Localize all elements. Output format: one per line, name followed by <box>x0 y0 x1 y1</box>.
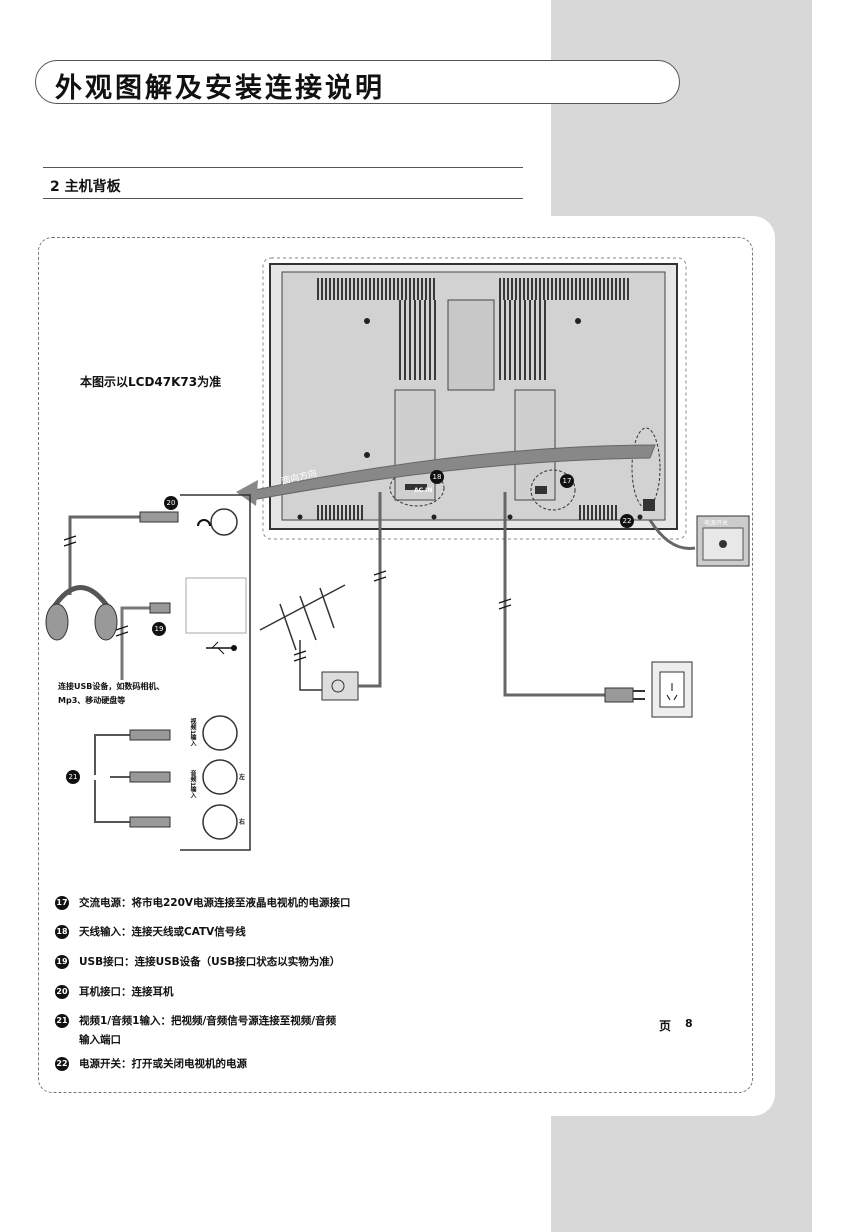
antenna-socket <box>321 671 359 701</box>
legend-number: 20 <box>55 984 69 999</box>
legend-number: 19 <box>55 954 69 969</box>
legend-item: 20 耳机接口：连接耳机 <box>55 984 174 999</box>
video-input-label: 视频1输入 <box>189 718 196 747</box>
legend-number: 17 <box>55 895 69 910</box>
legend-number: 18 <box>55 924 69 939</box>
page-number-tab: 页 8 <box>643 1011 729 1039</box>
callout-22: 22 <box>620 514 634 528</box>
page-title: 外观图解及安装连接说明 <box>55 73 385 104</box>
legend-item: 18 天线输入：连接天线或CATV信号线 <box>55 924 246 939</box>
legend-text: 耳机接口：连接耳机 <box>79 986 174 998</box>
legend-item: 17 交流电源：将市电220V电源连接至液晶电视机的电源接口 <box>55 895 351 910</box>
side-port-panel <box>180 494 251 851</box>
audio-left-label: 左 <box>239 774 246 781</box>
legend-text: 电源开关：打开或关闭电视机的电源 <box>79 1058 247 1070</box>
section-rule-top <box>43 167 523 168</box>
legend-text: 交流电源：将市电220V电源连接至液晶电视机的电源接口 <box>79 897 351 909</box>
callout-18: 18 <box>430 470 444 484</box>
audio-right-label: 右 <box>239 819 246 826</box>
page-label: 页 <box>659 1019 672 1033</box>
usb-note: 连接USB设备，如数码相机、Mp3、移动硬盘等 <box>58 682 165 705</box>
model-note: 本图示以LCD47K73为准 <box>80 375 222 389</box>
section-heading: 2 主机背板 <box>50 179 121 195</box>
section-rule-bottom <box>43 198 523 199</box>
ac-plate-text: AC IN <box>414 487 433 494</box>
page-number: 8 <box>685 1017 693 1030</box>
legend-text: 天线输入：连接天线或CATV信号线 <box>79 926 246 938</box>
legend-item: 21 视频1/音频1输入：把视频/音频信号源连接至视频/音频 输入端口 <box>55 1013 336 1047</box>
usb-icon <box>206 641 237 655</box>
legend-item: 22 电源开关：打开或关闭电视机的电源 <box>55 1056 247 1071</box>
headphones <box>45 585 118 641</box>
legend-text: USB接口：连接USB设备（USB接口状态以实物为准） <box>79 956 341 968</box>
content-dashed-border <box>38 237 753 1093</box>
legend-item: 19 USB接口：连接USB设备（USB接口状态以实物为准） <box>55 954 340 969</box>
tv-back-panel <box>262 257 687 540</box>
power-plug <box>604 687 645 703</box>
switch-label: 电源开关 <box>704 520 729 527</box>
wall-outlet <box>651 661 693 718</box>
title-frame <box>35 60 680 104</box>
audio-input-label: 音频1输入 <box>189 770 196 799</box>
legend-number: 22 <box>55 1056 69 1071</box>
legend-text: 视频1/音频1输入：把视频/音频信号源连接至视频/音频 <box>79 1015 337 1027</box>
legend-number: 21 <box>55 1013 69 1028</box>
callout-21: 21 <box>66 770 80 784</box>
callout-17: 17 <box>560 474 574 488</box>
legend-text-continued: 输入端口 <box>79 1034 121 1046</box>
callout-19: 19 <box>152 622 166 636</box>
antenna-icon <box>259 584 346 691</box>
callout-20: 20 <box>164 496 178 510</box>
